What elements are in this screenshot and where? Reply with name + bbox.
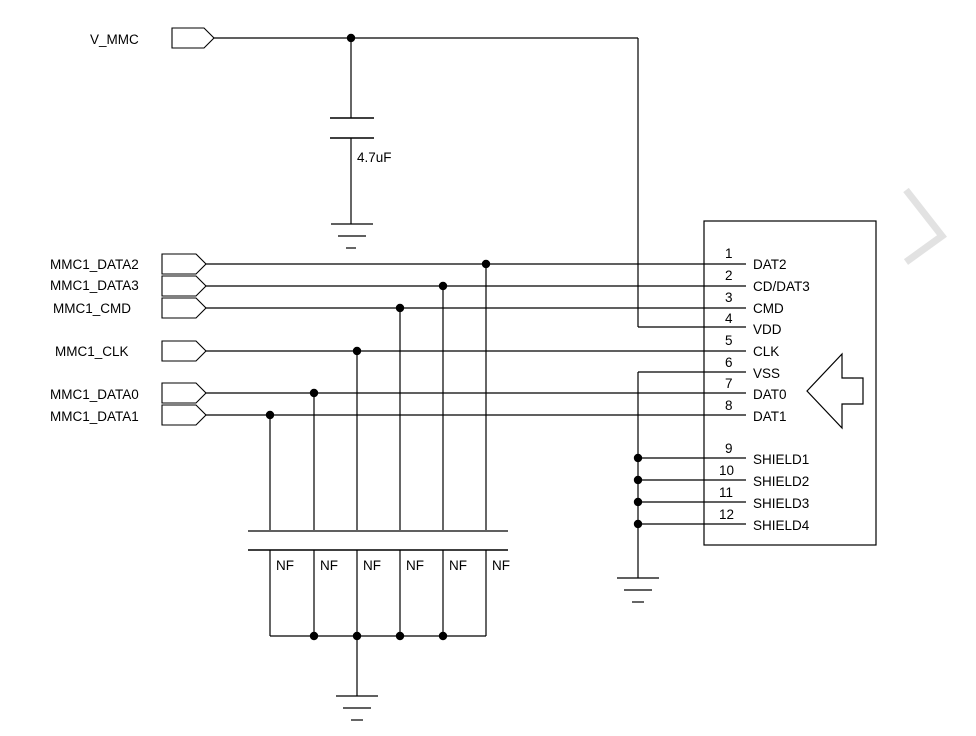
signal-net: MMC1_DATA2 <box>50 253 746 530</box>
pin-number: 8 <box>725 398 733 413</box>
signal-label: MMC1_DATA3 <box>50 278 139 293</box>
nf-label: NF <box>363 558 381 573</box>
connector-body <box>703 220 877 546</box>
junction-dot <box>633 519 643 529</box>
power-port-symbol <box>171 27 215 49</box>
signal-label: MMC1_CLK <box>55 344 129 359</box>
insertion-arrow-icon <box>806 352 864 430</box>
pin-number: 5 <box>725 333 733 348</box>
pin-name: CD/DAT3 <box>753 279 810 294</box>
signal-net: MMC1_DATA0 <box>50 382 746 530</box>
signal-port-symbol <box>161 340 207 362</box>
pin-name: CLK <box>753 344 779 359</box>
junction-dot <box>395 631 405 641</box>
pin-number: 10 <box>719 463 734 478</box>
signal-net: MMC1_DATA3 <box>50 275 746 530</box>
signal-port-symbol <box>161 253 207 275</box>
signal-label: MMC1_DATA0 <box>50 387 139 402</box>
pin-name: SHIELD3 <box>753 496 809 511</box>
ground-symbol <box>336 695 378 721</box>
connector-pins: 1 DAT2 2 CD/DAT3 3 CMD 4 VDD 5 CLK 6 VSS… <box>719 246 810 533</box>
nf-label: NF <box>276 558 294 573</box>
capacitor-value: 4.7uF <box>357 150 392 165</box>
pin-number: 1 <box>725 246 733 261</box>
signal-port-symbol <box>161 382 207 404</box>
junction-dot <box>309 631 319 641</box>
nf-label: NF <box>449 558 467 573</box>
pin-name: DAT2 <box>753 257 787 272</box>
signal-port-symbol <box>161 297 207 319</box>
pin-number: 7 <box>725 376 733 391</box>
nf-label: NF <box>406 558 424 573</box>
pin-name: VSS <box>753 366 780 381</box>
junction-dot <box>633 453 643 463</box>
signal-label: MMC1_CMD <box>53 301 131 316</box>
signal-nets: MMC1_DATA2 MMC1_DATA3 MMC1_CMD MMC1_CLK <box>50 253 746 530</box>
signal-net: MMC1_DATA1 <box>50 404 746 530</box>
junction-dot <box>633 475 643 485</box>
pin-name: SHIELD1 <box>753 452 809 467</box>
pin-name: SHIELD4 <box>753 518 810 533</box>
pin-number: 11 <box>719 485 733 500</box>
pin-number: 9 <box>725 441 733 456</box>
power-net: V_MMC 4.7uF <box>90 27 746 328</box>
nf-label: NF <box>320 558 338 573</box>
signal-net: MMC1_CMD <box>53 297 746 530</box>
signal-port-symbol <box>161 275 207 297</box>
signal-label: MMC1_DATA1 <box>50 409 139 424</box>
ground-symbol <box>617 577 659 603</box>
signal-port-symbol <box>161 404 207 426</box>
pin-number: 6 <box>725 355 733 370</box>
pin-name: DAT0 <box>753 387 787 402</box>
ground-symbol <box>331 223 373 249</box>
pin-name: DAT1 <box>753 409 787 424</box>
power-net-label: V_MMC <box>90 32 139 47</box>
junction-dot <box>633 497 643 507</box>
pulldown-array: NF NF NF NF NF NF <box>248 530 510 721</box>
signal-label: MMC1_DATA2 <box>50 257 139 272</box>
pin-name: SHIELD2 <box>753 474 809 489</box>
pin-number: 3 <box>725 290 733 305</box>
pin-name: CMD <box>753 301 784 316</box>
nf-label: NF <box>492 558 510 573</box>
pin-number: 2 <box>725 268 733 283</box>
pin-number: 12 <box>719 507 734 522</box>
vss-shield-net <box>617 371 746 603</box>
signal-net: MMC1_CLK <box>55 340 746 530</box>
junction-dot <box>438 631 448 641</box>
pin-name: VDD <box>753 322 782 337</box>
pin-number: 4 <box>725 311 733 326</box>
watermark-chevron-icon <box>903 187 947 265</box>
